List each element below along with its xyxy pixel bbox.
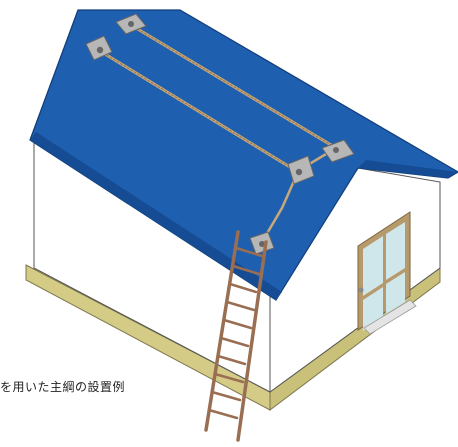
window-icon [357,211,417,335]
roof-anchor-icon [249,231,275,255]
roof-anchor-icon [115,13,147,35]
ladder-icon [204,230,268,442]
roof-anchor-icon [321,139,355,163]
figure-caption: を用いた主綱の設置例 [0,380,126,394]
roof-anchor-icon [85,35,113,61]
roof-anchor-icon [287,155,315,185]
roof [29,9,458,301]
